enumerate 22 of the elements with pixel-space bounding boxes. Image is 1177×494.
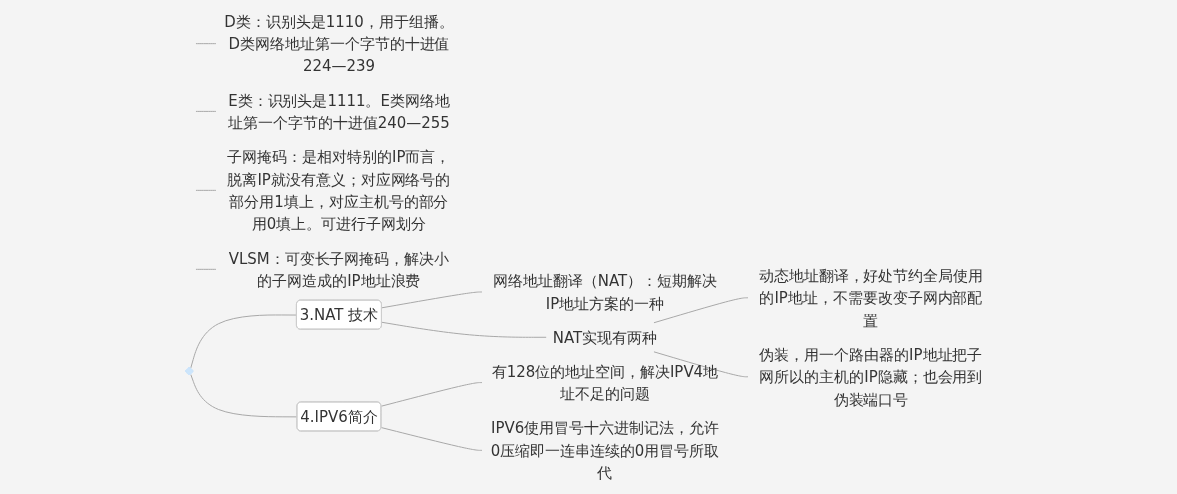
connector xyxy=(381,291,483,309)
connector xyxy=(195,189,217,191)
connector xyxy=(653,297,749,324)
node-text: NAT实现有两种 xyxy=(553,328,658,347)
node-text: 子网掩码：是相对特别的IP而言，脱离IP就没有意义；对应网络号的部分用1填上，对应主机号的部分用0填上。可进行子网划分 xyxy=(227,147,451,233)
node-text: VLSM：可变长子网掩码，解决小的子网造成的IP地址浪费 xyxy=(228,249,450,290)
connector xyxy=(381,382,483,407)
connector xyxy=(653,351,749,378)
node-text: D类：识别头是1110，用于组播。D类网络地址第一个字节的十进值224—239 xyxy=(224,12,454,75)
node-text: 有128位的地址空间，解决IPV4地址不足的问题 xyxy=(491,362,719,403)
connector xyxy=(195,110,217,112)
node-text: 网络地址翻译（NAT）：短期解决IP地址方案的一种 xyxy=(493,272,718,312)
node-text: IPV6使用冒号十六进制记法，允许0压缩即一连串连续的0用冒号所取代 xyxy=(490,419,720,482)
node-text: 伪装，用一个路由器的IP地址把子网所以的主机的IP隐藏；也会用到伪装端口号 xyxy=(759,345,983,408)
node-text: E类：识别头是1111。E类网络地址第一个字节的十进值240—255 xyxy=(228,91,450,132)
connector xyxy=(190,373,298,418)
connector xyxy=(381,427,483,451)
node-text: 动态地址翻译，好处节约全局使用的IP地址，不需要改变子网内部配置 xyxy=(758,266,984,329)
connector xyxy=(195,268,217,270)
connector xyxy=(381,321,547,338)
connector xyxy=(195,43,217,45)
connector xyxy=(190,314,298,370)
